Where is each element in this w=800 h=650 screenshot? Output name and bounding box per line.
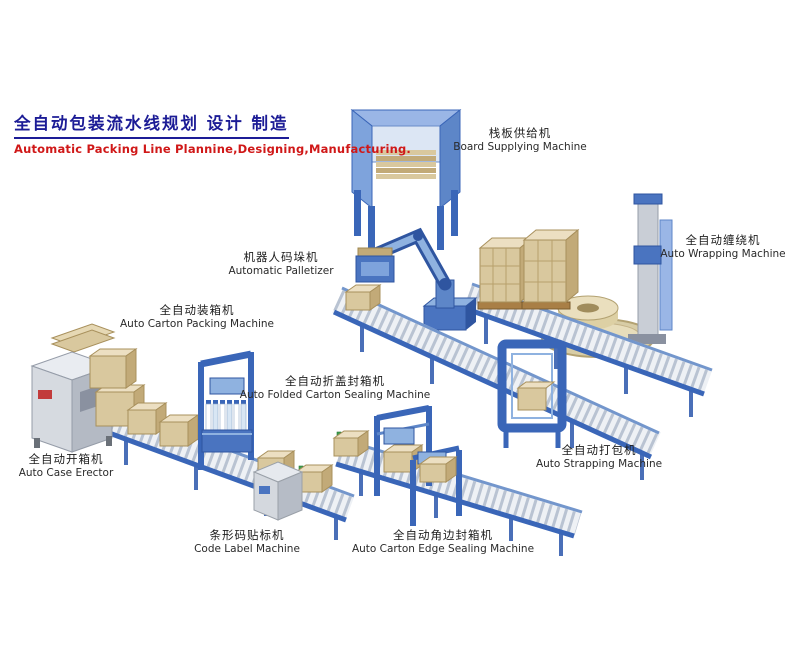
label-automatic-palletizer: 机器人码垛机 Automatic Palletizer [228, 250, 333, 279]
strapping-line-conveyor [332, 286, 661, 480]
auto-carton-edge-sealing-machine-illustration [410, 445, 462, 526]
label-board-supplying-machine: 栈板供给机 Board Supplying Machine [453, 126, 587, 155]
label-en: Code Label Machine [194, 543, 300, 556]
label-en: Auto Folded Carton Sealing Machine [239, 389, 431, 402]
auto-carton-packing-machine-illustration [198, 350, 254, 470]
label-zh: 全自动折盖封箱机 [284, 374, 385, 388]
title-block: 全自动包装流水线规划 设计 制造 Automatic Packing Line … [14, 110, 411, 156]
carton-on-conveyor [344, 284, 382, 311]
label-en: Auto Case Erector [18, 467, 114, 480]
conveyor-rollers [333, 289, 660, 456]
label-zh: 全自动开箱机 [28, 452, 104, 466]
label-en: Board Supplying Machine [453, 141, 587, 154]
board-supplying-machine-illustration [350, 108, 462, 250]
label-zh: 全自动角边封箱机 [392, 528, 493, 542]
conveyor-rollers [464, 285, 712, 393]
label-zh: 全自动打包机 [561, 443, 637, 457]
label-zh: 栈板供给机 [488, 126, 552, 140]
page-subtitle: Automatic Packing Line Plannine,Designin… [14, 142, 411, 156]
auto-case-erector-illustration [30, 323, 116, 453]
label-zh: 全自动缠绕机 [685, 233, 761, 247]
pallet-carton-stacks [477, 228, 580, 310]
label-zh: 机器人码垛机 [243, 250, 319, 264]
label-en: Auto Carton Packing Machine [119, 318, 275, 331]
page-title: 全自动包装流水线规划 设计 制造 [14, 110, 289, 139]
conveyor-rollers [101, 407, 354, 519]
label-en: Auto Strapping Machine [535, 458, 663, 471]
label-en: Automatic Palletizer [228, 265, 334, 278]
label-auto-case-erector: 全自动开箱机 Auto Case Erector [19, 452, 114, 481]
label-zh: 全自动装箱机 [159, 303, 235, 317]
code-label-machine-illustration [252, 461, 304, 521]
bottle-case-on-sealing-line [332, 430, 370, 457]
cartons-on-packing-line [88, 348, 200, 447]
palletizer-infeed-table [355, 247, 395, 283]
label-auto-strapping-machine: 全自动打包机 Auto Strapping Machine [536, 443, 662, 472]
label-auto-carton-edge-sealing-machine: 全自动角边封箱机 Auto Carton Edge Sealing Machin… [352, 528, 534, 557]
auto-strapping-machine-illustration [497, 339, 567, 448]
label-en: Auto Wrapping Machine [660, 248, 786, 261]
label-zh: 条形码贴标机 [209, 528, 285, 542]
label-en: Auto Carton Edge Sealing Machine [351, 543, 535, 556]
label-auto-folded-carton-sealing-machine: 全自动折盖封箱机 Auto Folded Carton Sealing Mach… [240, 374, 430, 403]
label-code-label-machine: 条形码贴标机 Code Label Machine [194, 528, 300, 557]
label-auto-carton-packing-machine: 全自动装箱机 Auto Carton Packing Machine [120, 303, 274, 332]
label-auto-wrapping-machine: 全自动缠绕机 Auto Wrapping Machine [660, 233, 785, 262]
